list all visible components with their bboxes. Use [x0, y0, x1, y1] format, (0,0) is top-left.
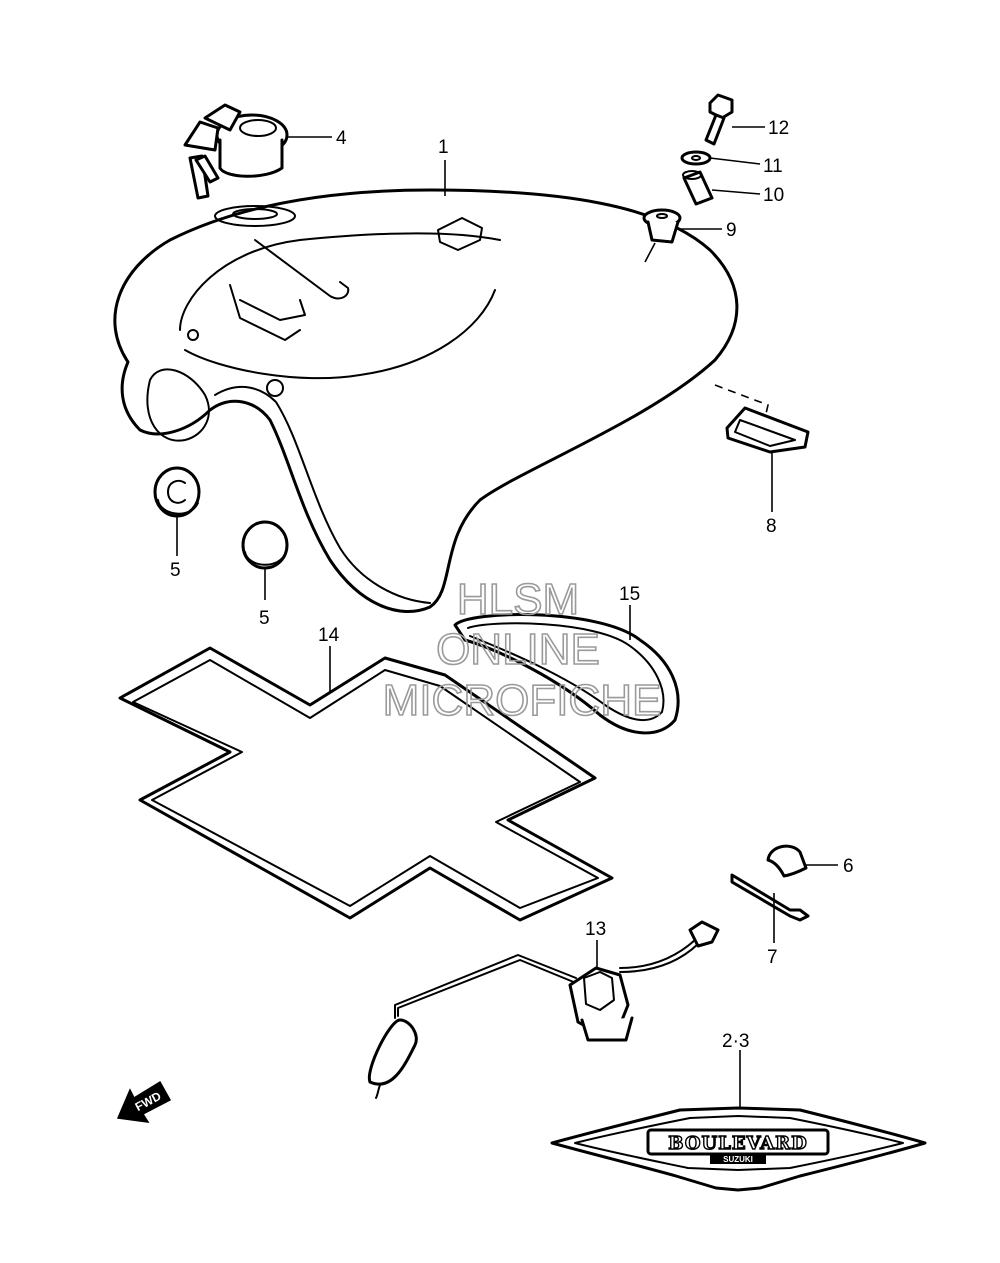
watermark-line-3: MICROFICHE	[383, 676, 662, 725]
seal-gasket-14	[118, 646, 614, 922]
callout-4: 4	[336, 128, 347, 149]
clamp-6	[766, 844, 808, 878]
boulevard-emblem: BOULEVARD SUZUKI	[550, 1106, 927, 1192]
callout-6: 6	[843, 856, 854, 877]
bolt-12	[704, 93, 734, 146]
emblem-maker-text: SUZUKI	[723, 1155, 753, 1164]
callout-7: 7	[767, 947, 778, 968]
washer-11	[680, 150, 712, 166]
callout-5a: 5	[170, 560, 181, 581]
leader-lines	[176, 126, 838, 1108]
callout-15: 15	[619, 584, 640, 605]
cable-tie-7	[730, 873, 810, 922]
callout-9: 9	[726, 220, 737, 241]
fuel-tank	[113, 188, 739, 613]
callout-10: 10	[763, 185, 784, 206]
callout-5b: 5	[259, 608, 270, 629]
collar-10	[682, 170, 714, 206]
callout-2-3: 2·3	[722, 1031, 749, 1052]
callout-1: 1	[438, 137, 449, 158]
tank-cap-c	[153, 466, 201, 518]
cushion-8	[725, 406, 810, 454]
watermark-line-1: HLSM	[457, 575, 579, 624]
watermark: HLSM ONLINE MICROFICHE	[382, 574, 662, 726]
fuel-level-gauge-13	[367, 920, 720, 1099]
callout-12: 12	[768, 118, 789, 139]
callout-13: 13	[585, 919, 606, 940]
callout-14: 14	[318, 625, 340, 646]
callout-11: 11	[763, 156, 783, 177]
forward-direction-arrow: FWD	[116, 1080, 172, 1123]
emblem-brand-text: BOULEVARD	[668, 1133, 807, 1154]
watermark-line-2: ONLINE	[436, 625, 600, 674]
callout-labels: 1 4 12 11 10 9 8 5 5 14 15 6 7 13 2·3	[170, 118, 854, 1052]
cushion-9	[642, 208, 682, 244]
fuel-cap-with-keys	[183, 103, 289, 200]
tank-cap-plain	[241, 520, 289, 570]
callout-8: 8	[766, 516, 777, 537]
seal-gasket-15	[453, 613, 680, 735]
